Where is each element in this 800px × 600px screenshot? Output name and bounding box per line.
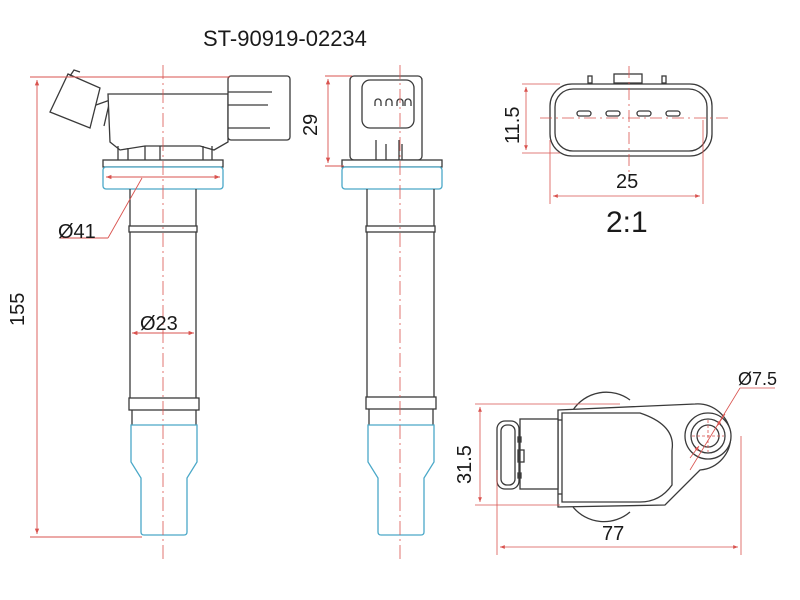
connector-detail-width-dimension: 25 (616, 171, 639, 193)
hole-diameter-dimension: Ø7.5 (738, 369, 778, 389)
front-dimensions (30, 76, 230, 538)
flange-diameter-dimension: Ø41 (58, 221, 96, 243)
side-dimensions (325, 75, 352, 167)
connector-height-dimension: 29 (300, 113, 322, 136)
top-dimensions (475, 387, 775, 555)
connector-detail-view (549, 73, 713, 157)
top-view (496, 391, 732, 523)
connector-detail-dimensions (522, 66, 732, 204)
side-view (341, 75, 443, 536)
body-diameter-dimension: Ø23 (140, 313, 178, 335)
top-length-dimension: 77 (602, 523, 625, 545)
scale-label: 2:1 (606, 206, 648, 239)
top-height-dimension: 31.5 (454, 445, 476, 484)
front-view (49, 69, 291, 536)
part-number-title: ST-90919-02234 (203, 26, 367, 51)
overall-length-dimension: 155 (7, 292, 29, 326)
connector-detail-height-dimension: 11.5 (502, 106, 524, 144)
